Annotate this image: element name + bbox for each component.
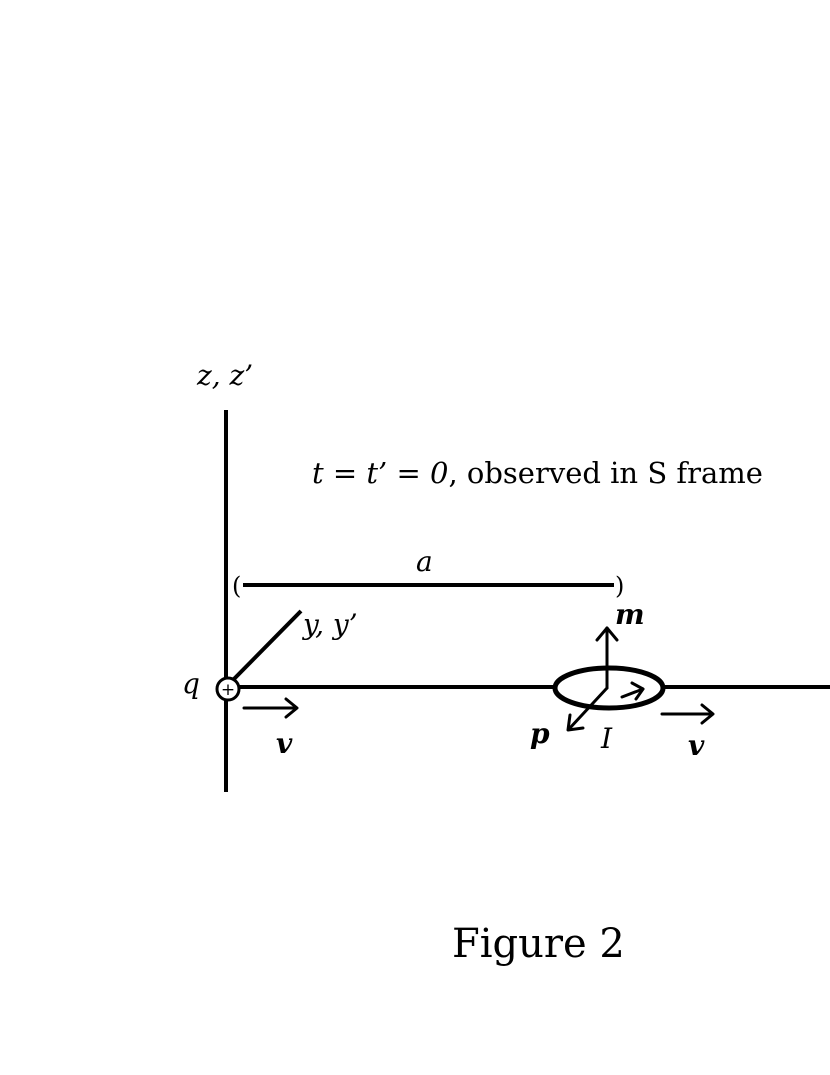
distance-paren-left: ( bbox=[232, 572, 241, 600]
charge-label: q bbox=[182, 667, 200, 700]
z-axis-label: z, z’ bbox=[196, 359, 253, 392]
distance-paren-right: ) bbox=[615, 572, 624, 600]
y-axis-line bbox=[230, 609, 303, 683]
observed-frame-text: , observed in S frame bbox=[448, 456, 763, 490]
time-condition-text: t = t’ = 0, observed in S frame bbox=[312, 456, 763, 490]
y-axis-label: y, y’ bbox=[301, 608, 358, 641]
current-loop bbox=[552, 665, 666, 711]
charge-circle bbox=[215, 676, 241, 702]
charge-velocity-arrow bbox=[242, 697, 299, 719]
time-equation: t = t’ = 0 bbox=[312, 456, 448, 490]
current-label: I bbox=[600, 722, 613, 755]
loop-velocity-label: v bbox=[688, 729, 705, 762]
electric-dipole-label: p bbox=[530, 717, 550, 750]
magnetic-moment-arrow bbox=[595, 626, 619, 690]
distance-label: a bbox=[416, 545, 433, 578]
magnetic-moment-label: m bbox=[615, 598, 645, 631]
electric-dipole-arrow bbox=[566, 686, 609, 732]
current-direction-arrow bbox=[620, 681, 645, 701]
loop-velocity-arrow bbox=[660, 703, 715, 725]
figure-caption: Figure 2 bbox=[452, 921, 625, 967]
charge-velocity-label: v bbox=[276, 727, 293, 760]
charge-plus-sign: + bbox=[221, 680, 235, 700]
